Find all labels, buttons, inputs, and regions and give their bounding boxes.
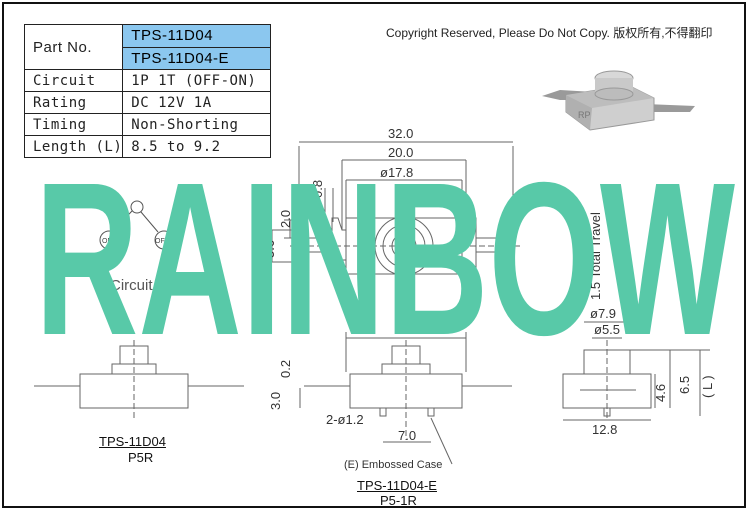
mid-model-caption: TPS-11D04-E — [357, 478, 437, 493]
dim-56: 5.6 — [262, 240, 277, 258]
dim-178: 17.8 — [394, 322, 419, 337]
dim-holes: 2-ø1.2 — [326, 412, 364, 427]
length-value: 8.5 to 9.2 — [122, 135, 271, 158]
embossed-case-note: (E) Embossed Case — [344, 459, 442, 471]
circuit-label: Circuit — [110, 277, 153, 294]
circuit-on-label: ON — [102, 238, 113, 245]
left-code-caption: P5R — [128, 450, 154, 465]
dim-08: 0.8 — [310, 180, 325, 198]
side-view-right-drawing — [562, 321, 710, 421]
circuit-value: 1P 1T (OFF-ON) — [122, 69, 271, 92]
circuit-off-label: OFF — [155, 238, 169, 245]
dim-16: 1.6 — [426, 183, 444, 198]
circuit-label: Circuit — [23, 69, 124, 92]
product-image: RP — [542, 70, 695, 131]
dim-65: 6.5 — [677, 376, 692, 394]
side-view-middle-drawing — [304, 332, 512, 465]
dim-20: 20.0 — [388, 145, 413, 160]
dim-phi-178: ø17.8 — [380, 165, 413, 180]
side-view-left-drawing — [34, 340, 301, 420]
dim-30: 3.0 — [268, 392, 283, 410]
spec-table: Part No. TPS-11D04 TPS-11D04-E Circuit 1… — [23, 24, 271, 158]
part-number-2: TPS-11D04-E — [122, 46, 271, 70]
left-model-caption: TPS-11D04 — [99, 434, 166, 449]
circuit-diagram — [99, 200, 174, 250]
top-view-drawing — [268, 141, 576, 304]
dim-128: 12.8 — [592, 422, 617, 437]
dim-46: 4.6 — [653, 384, 668, 402]
dim-20-vertical: 2.0 — [278, 210, 293, 228]
dim-70: 7.0 — [398, 428, 416, 443]
dim-phi-55: ø5.5 — [594, 322, 620, 337]
length-label: Length (L) — [23, 135, 124, 158]
part-number-1: TPS-11D04 — [122, 24, 271, 48]
product-marking: RP — [578, 110, 591, 120]
copyright-notice: Copyright Reserved, Please Do Not Copy. … — [386, 26, 713, 40]
dim-L: ( L ) — [700, 375, 715, 398]
mid-code-caption: P5-1R — [380, 493, 417, 508]
dim-02: 0.2 — [278, 360, 293, 378]
dim-32: 32.0 — [388, 126, 413, 141]
dim-phi-79: ø7.9 — [590, 306, 616, 321]
total-travel-label: 1.5 Total Travel — [588, 212, 603, 300]
timing-value: Non-Shorting — [122, 113, 271, 136]
